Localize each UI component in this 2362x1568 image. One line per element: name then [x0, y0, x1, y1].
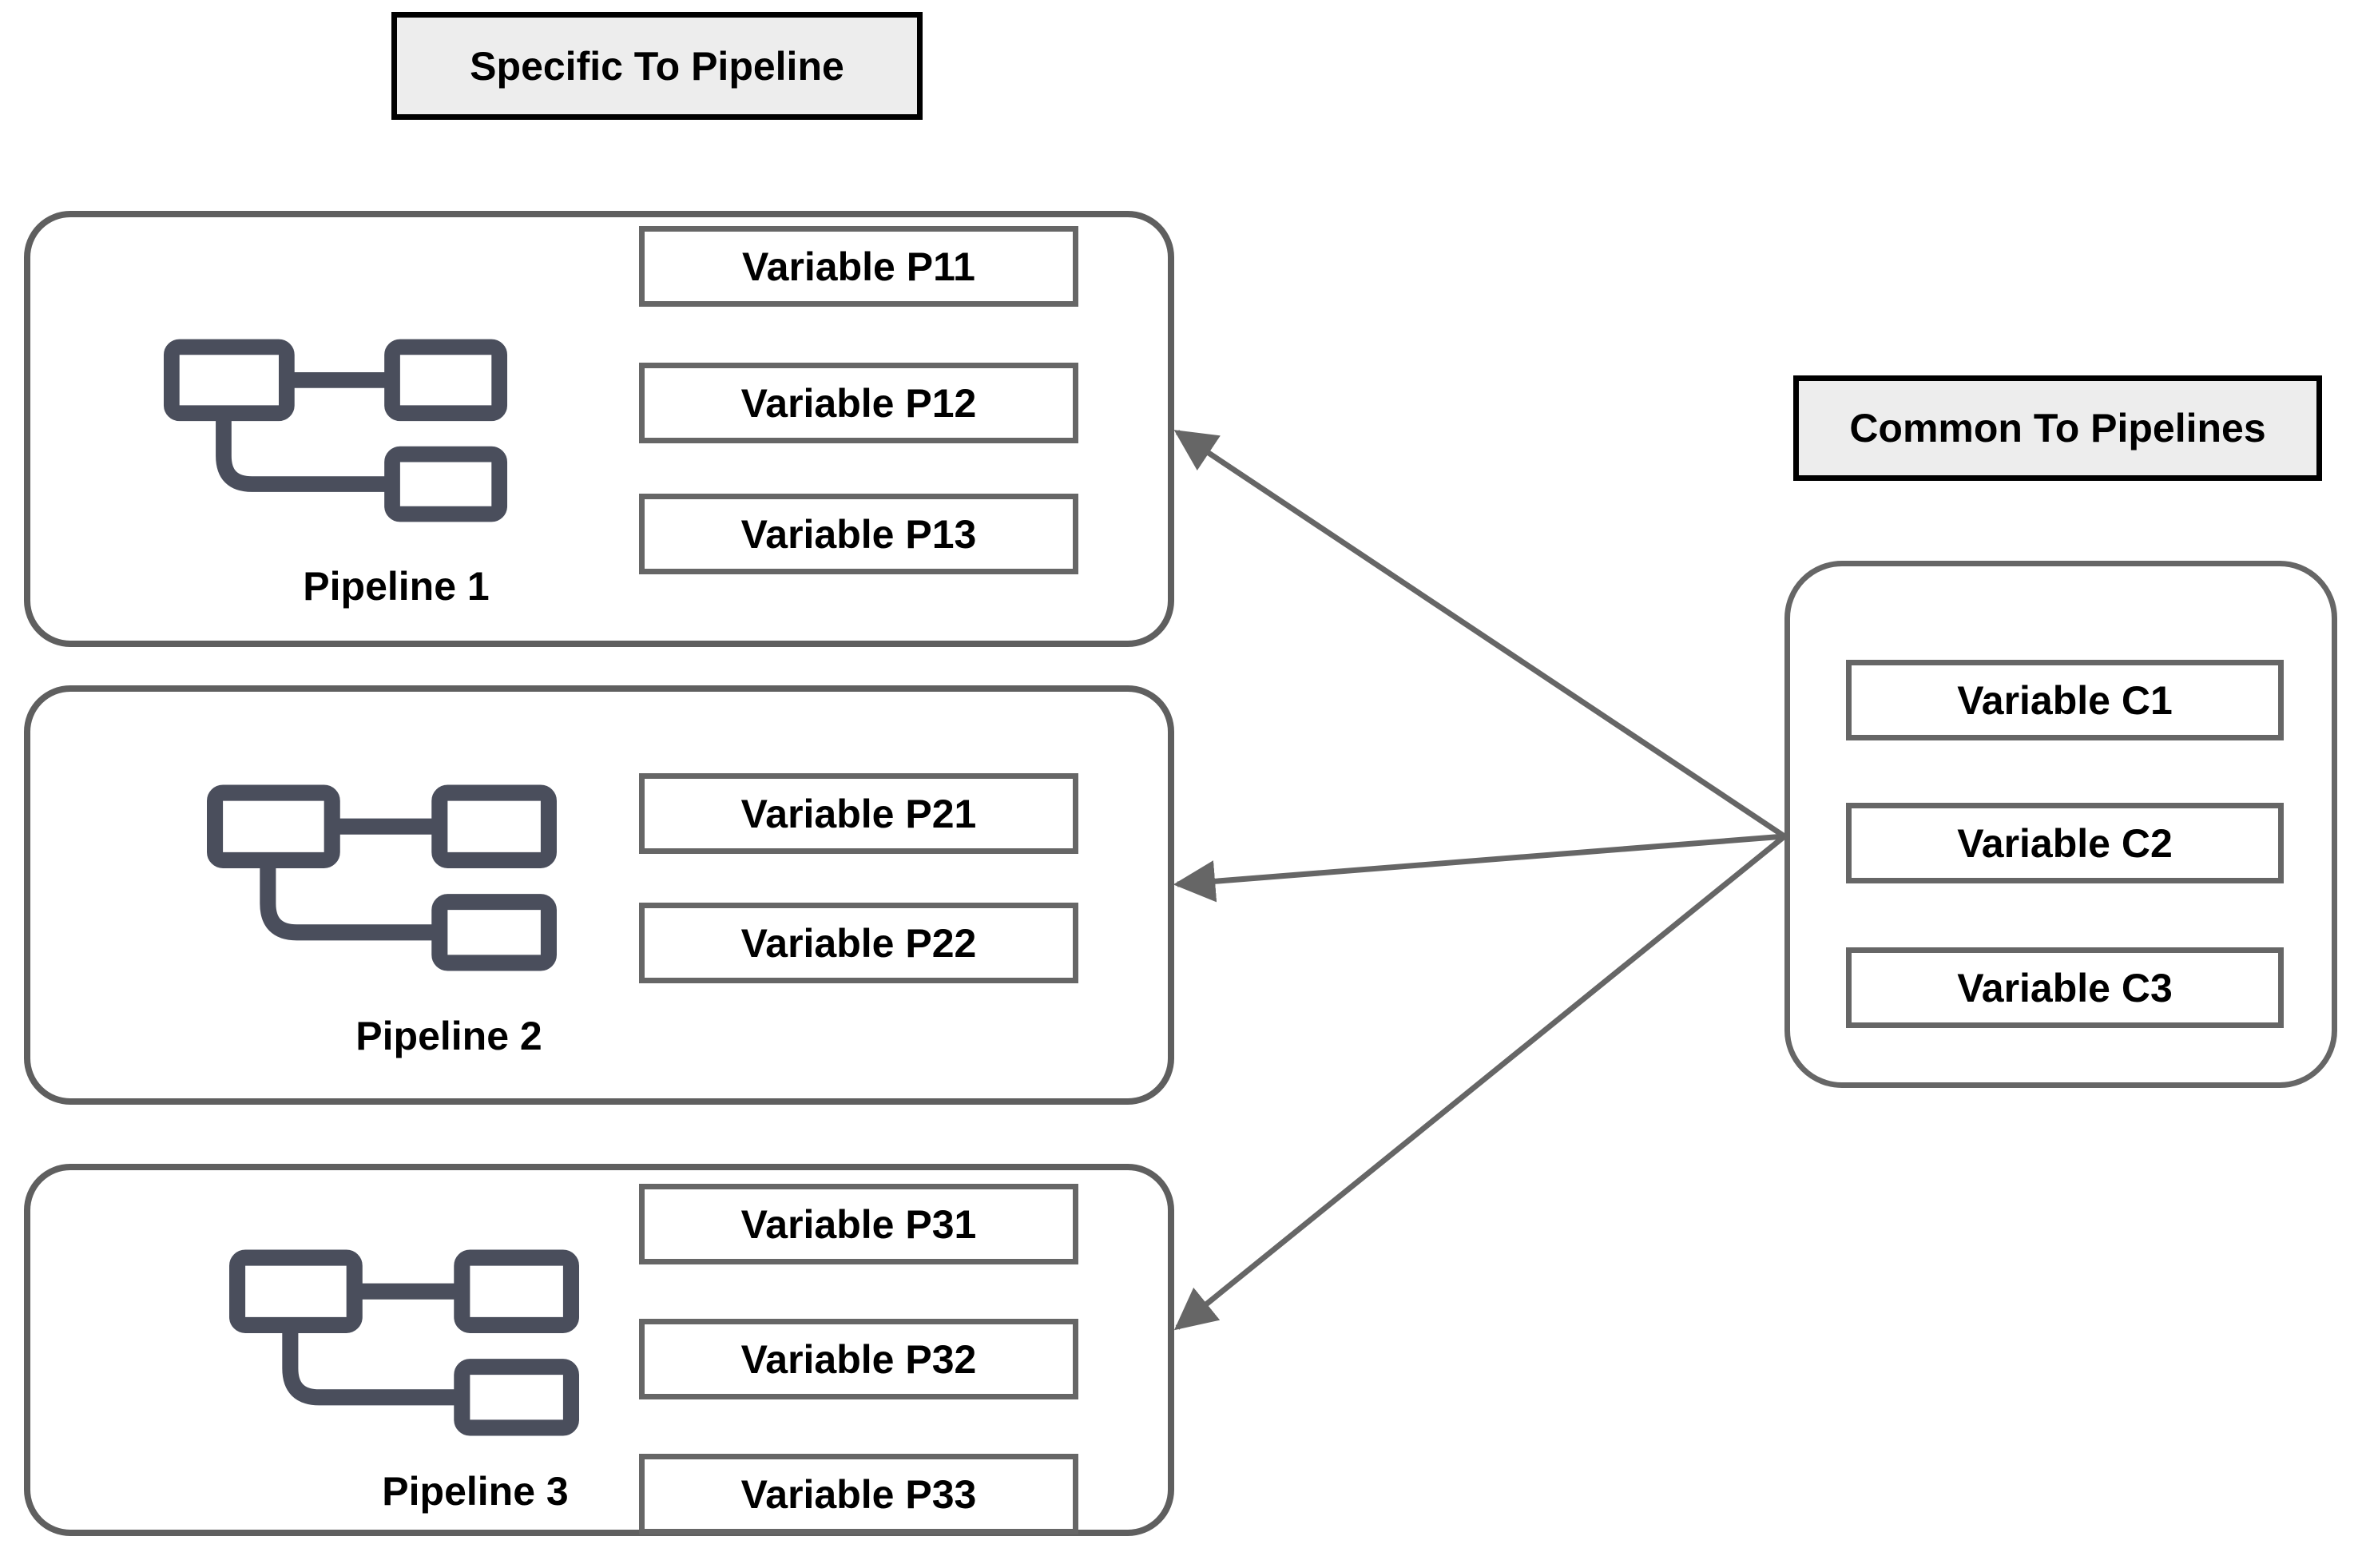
variable-box-p32: Variable P32: [639, 1319, 1078, 1399]
variable-p13-text: Variable P13: [740, 511, 977, 557]
specific-to-pipeline-heading: Specific To Pipeline: [391, 12, 923, 120]
pipeline-3-label: Pipeline 3: [382, 1469, 569, 1514]
variable-p11-text: Variable P11: [742, 244, 975, 289]
variable-box-p21: Variable P21: [639, 773, 1078, 854]
arrow-common-to-pipeline-1: [1173, 430, 1786, 839]
variable-p31-text: Variable P31: [740, 1201, 977, 1247]
variable-box-c3: Variable C3: [1846, 947, 2284, 1028]
variable-box-p11: Variable P11: [639, 226, 1078, 307]
variable-box-c1: Variable C1: [1846, 660, 2284, 740]
pipeline-icon: [229, 1249, 579, 1436]
variable-p22-text: Variable P22: [740, 920, 977, 966]
common-to-pipelines-heading: Common To Pipelines: [1793, 375, 2322, 481]
pipeline-2-label: Pipeline 2: [355, 1014, 542, 1058]
pipeline-2-group-box: [24, 685, 1174, 1105]
variable-box-c2: Variable C2: [1846, 803, 2284, 883]
pipeline-icon: [163, 339, 508, 522]
variable-box-p13: Variable P13: [639, 494, 1078, 574]
pipeline-1-label: Pipeline 1: [303, 564, 490, 609]
variable-c2-text: Variable C2: [1957, 820, 2173, 866]
variable-box-p12: Variable P12: [639, 363, 1078, 443]
specific-to-pipeline-heading-text: Specific To Pipeline: [470, 43, 844, 89]
variable-box-p22: Variable P22: [639, 903, 1078, 983]
variable-c3-text: Variable C3: [1957, 965, 2173, 1010]
pipeline-icon: [207, 784, 557, 971]
variable-p12-text: Variable P12: [740, 380, 977, 426]
arrow-common-to-pipeline-2: [1173, 833, 1785, 903]
variable-box-p33: Variable P33: [639, 1454, 1078, 1534]
common-to-pipelines-heading-text: Common To Pipelines: [1849, 406, 2266, 451]
variable-c1-text: Variable C1: [1957, 677, 2173, 723]
variable-p33-text: Variable P33: [740, 1471, 977, 1517]
variable-box-p31: Variable P31: [639, 1184, 1078, 1264]
variable-p21-text: Variable P21: [740, 791, 977, 836]
variable-p32-text: Variable P32: [740, 1336, 977, 1382]
arrow-common-to-pipeline-3: [1173, 834, 1787, 1331]
